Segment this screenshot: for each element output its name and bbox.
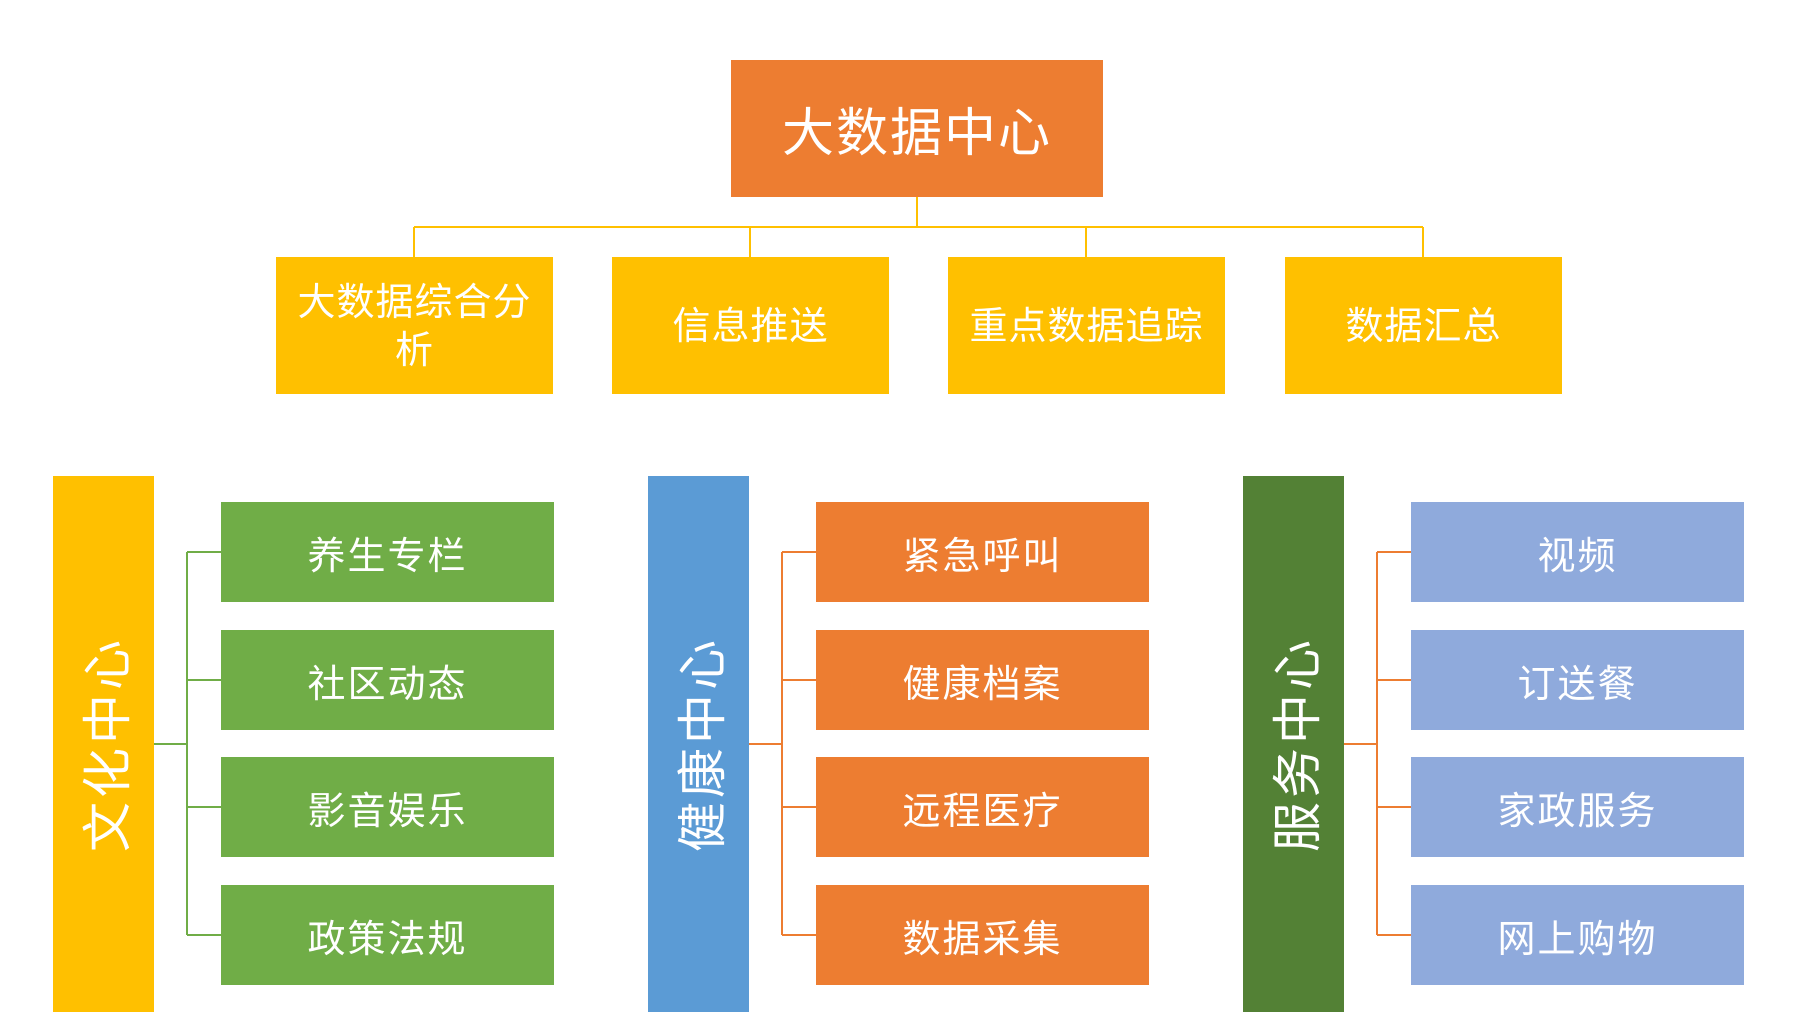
leaf-label: 政策法规 — [307, 916, 468, 961]
service-connectors — [1343, 551, 1411, 936]
leaf-label: 养生专栏 — [307, 533, 468, 578]
root-node: 大数据中心 — [731, 60, 1103, 197]
function-node-analysis: 大数据综合分析 — [276, 257, 553, 394]
center-culture: 文化中心 — [53, 476, 154, 1012]
root-connectors — [413, 197, 1424, 257]
leaf-label: 紧急呼叫 — [902, 533, 1063, 578]
leaf-meal-delivery: 订送餐 — [1411, 630, 1744, 730]
function-node-summary: 数据汇总 — [1285, 257, 1562, 394]
function-label: 信息推送 — [672, 303, 829, 348]
leaf-label: 网上购物 — [1497, 916, 1658, 961]
function-label: 大数据综合分析 — [297, 279, 532, 372]
function-label: 数据汇总 — [1345, 303, 1502, 348]
leaf-policy: 政策法规 — [221, 885, 554, 985]
leaf-label: 视频 — [1537, 533, 1618, 578]
leaf-community-news: 社区动态 — [221, 630, 554, 730]
leaf-label: 影音娱乐 — [307, 788, 468, 833]
leaf-label: 家政服务 — [1497, 788, 1658, 833]
leaf-online-shopping: 网上购物 — [1411, 885, 1744, 985]
health-connectors — [748, 551, 816, 936]
leaf-label: 健康档案 — [902, 661, 1063, 706]
function-label: 重点数据追踪 — [969, 303, 1204, 348]
function-node-tracking: 重点数据追踪 — [948, 257, 1225, 394]
center-label: 健康中心 — [673, 636, 732, 852]
leaf-video: 视频 — [1411, 502, 1744, 602]
root-label: 大数据中心 — [781, 104, 1052, 164]
center-label: 服务中心 — [1268, 636, 1327, 852]
center-health: 健康中心 — [648, 476, 749, 1012]
leaf-entertainment: 影音娱乐 — [221, 757, 554, 857]
leaf-housekeeping: 家政服务 — [1411, 757, 1744, 857]
leaf-health-records: 健康档案 — [816, 630, 1149, 730]
leaf-emergency-call: 紧急呼叫 — [816, 502, 1149, 602]
leaf-label: 社区动态 — [307, 661, 468, 706]
center-service: 服务中心 — [1243, 476, 1344, 1012]
leaf-health-column: 养生专栏 — [221, 502, 554, 602]
leaf-data-collection: 数据采集 — [816, 885, 1149, 985]
leaf-label: 订送餐 — [1517, 661, 1638, 706]
leaf-label: 远程医疗 — [902, 788, 1063, 833]
center-label: 文化中心 — [78, 636, 137, 852]
culture-connectors — [153, 551, 221, 936]
leaf-telemedicine: 远程医疗 — [816, 757, 1149, 857]
function-node-push: 信息推送 — [612, 257, 889, 394]
leaf-label: 数据采集 — [902, 916, 1063, 961]
